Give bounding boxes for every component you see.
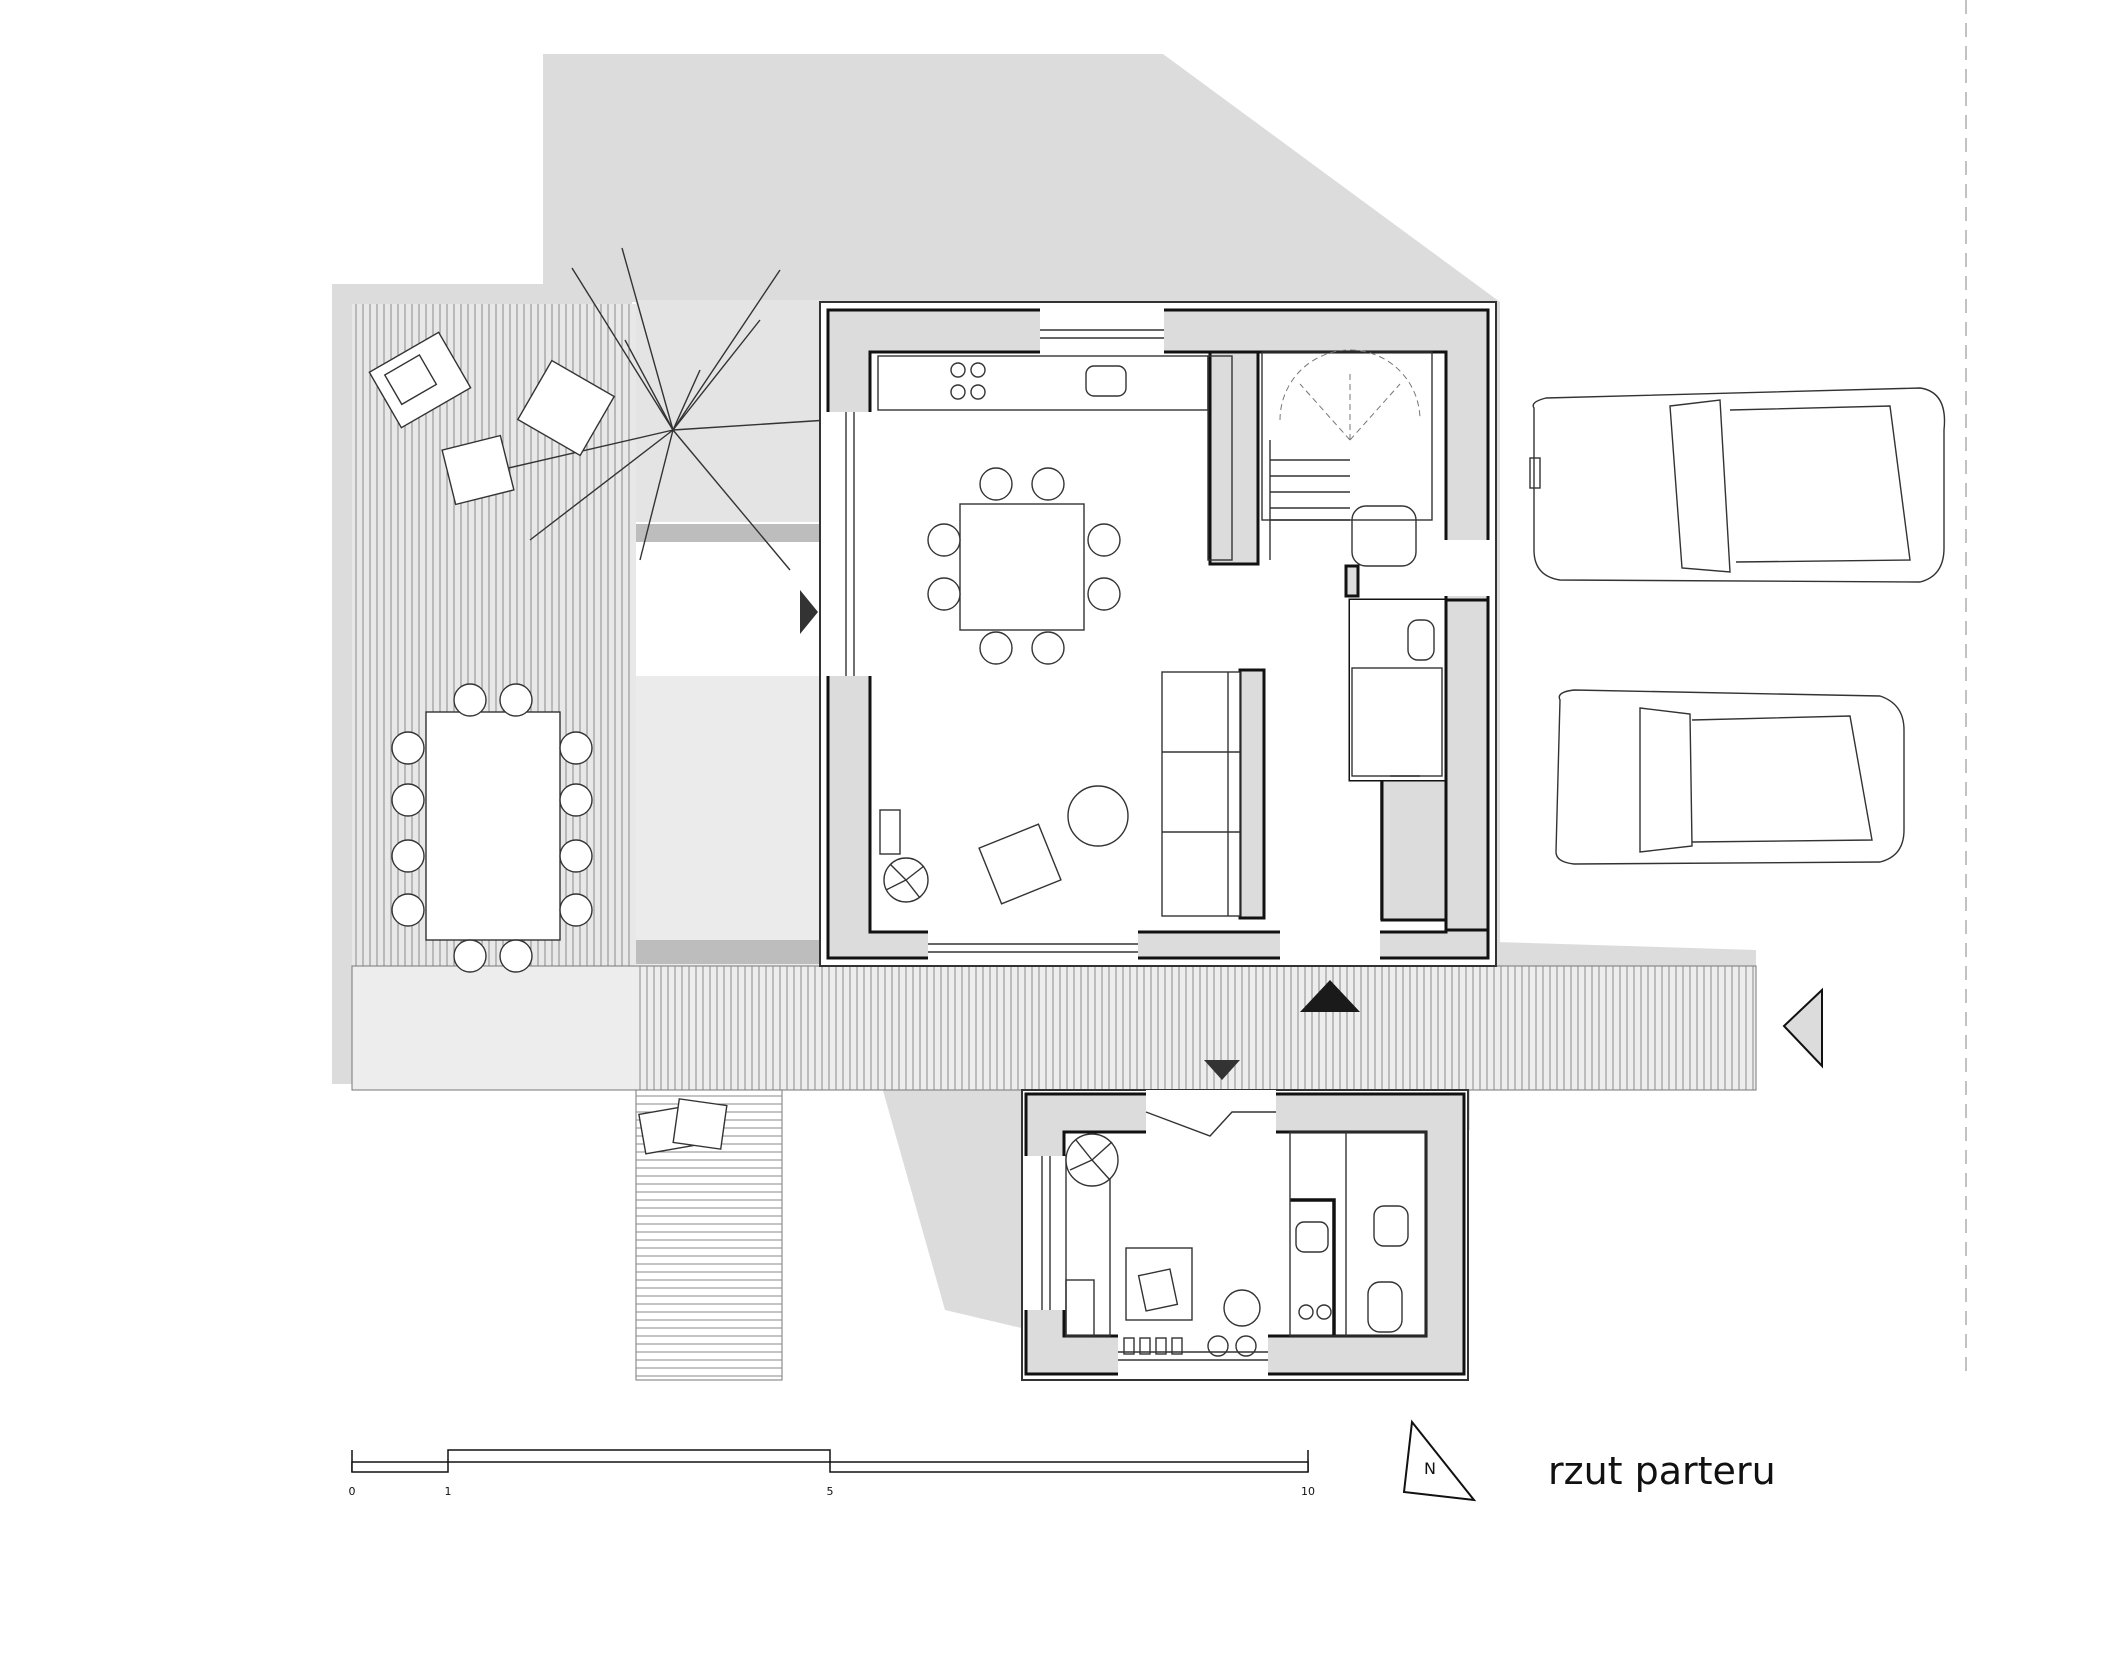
terrace-furniture: [368, 331, 728, 1155]
terrace-chair: [559, 731, 593, 765]
terrace-chair: [391, 731, 425, 765]
annex-window-west: [1024, 1156, 1068, 1310]
annex-cooktop: [1298, 1304, 1332, 1320]
step-deck-boards: [636, 1095, 782, 1377]
cooktop: [950, 362, 986, 400]
site-entry-arrow: [1782, 987, 1823, 1069]
front-deck-surface: [351, 965, 1757, 1091]
annex-stool: [1223, 1289, 1261, 1327]
parked-car-bottom: [1555, 689, 1905, 865]
partition-wall: [1238, 668, 1266, 920]
left-terrace: [352, 300, 822, 1090]
lawn-border-top: [636, 524, 822, 542]
tree-canopy: [499, 247, 829, 571]
terrace-chair: [391, 893, 425, 927]
annex-building: [1021, 1089, 1469, 1381]
lounge-chair-2: [516, 359, 616, 457]
kitchen-sink: [1085, 365, 1127, 397]
annex-side-unit: [1065, 1279, 1095, 1337]
terrace-entry-arrow: [800, 590, 818, 634]
terrace-chair: [559, 839, 593, 873]
terrace-chair: [453, 939, 487, 973]
main-house: [819, 301, 1497, 967]
terrace-dining-chairs: [391, 683, 593, 973]
dining-chair: [1087, 523, 1121, 557]
annex-shower: [1367, 1281, 1403, 1333]
terrace-chair: [499, 683, 533, 717]
scale-bar: 0 1 5 10: [349, 1449, 1315, 1498]
drawing-title: rzut parteru: [1548, 1449, 1776, 1493]
terrace-chair: [453, 683, 487, 717]
plant-leaves: [885, 863, 925, 899]
terrace-chair: [391, 839, 425, 873]
dining-chair: [927, 577, 961, 611]
stair-arc: [1279, 349, 1421, 441]
window-east: [1442, 540, 1492, 596]
parked-car-top: [1529, 387, 1946, 583]
terrace-boards: [355, 304, 630, 1090]
shelf: [879, 809, 901, 855]
armchair: [978, 823, 1062, 905]
bathroom-sink: [1407, 619, 1435, 661]
lounge-chair-3: [441, 434, 515, 506]
sofa: [1161, 671, 1241, 917]
front-deck: [351, 965, 1757, 1091]
lounge-chair-1: [368, 331, 472, 429]
terrace-chair: [499, 939, 533, 973]
annex-umbrella: [1069, 1139, 1113, 1181]
annex-bath-wall: [1290, 1198, 1336, 1336]
annex-chair: [1137, 1268, 1179, 1312]
annex-entry-arrow: [1204, 1060, 1240, 1080]
window-west: [824, 412, 874, 676]
dining-table: [959, 503, 1085, 631]
east-wall-pier: [1380, 778, 1448, 922]
window-north: [1040, 308, 1164, 356]
dining-chair: [1087, 577, 1121, 611]
terrace-dining-table: [425, 711, 561, 941]
front-deck-boards: [639, 966, 1754, 1090]
dining-chairs: [927, 467, 1121, 665]
terrace-chair: [559, 783, 593, 817]
tall-cabinets: [1207, 355, 1233, 561]
lawn-patch-top: [636, 300, 822, 522]
dining-chair: [979, 467, 1013, 501]
entrance-door-opening: [1280, 928, 1380, 964]
dining-chair: [1031, 467, 1065, 501]
annex-shelf: [1123, 1335, 1257, 1357]
terrace-chair: [391, 783, 425, 817]
annex-sink: [1295, 1221, 1329, 1253]
annex-toilet: [1373, 1205, 1409, 1247]
stair-wall-left: [1208, 350, 1260, 566]
north-label: N: [1424, 1459, 1436, 1478]
main-entrance-arrow: [1300, 980, 1360, 1012]
lawn-patch-bottom: [636, 676, 822, 966]
scale-label-1: 1: [445, 1485, 452, 1498]
scale-label-5: 5: [827, 1485, 834, 1498]
north-arrow-icon: [1402, 1419, 1477, 1502]
dining-chair: [979, 631, 1013, 665]
step-cushion-2: [672, 1098, 728, 1150]
scale-label-0: 0: [349, 1485, 356, 1498]
annex-bathroom: [1289, 1131, 1427, 1337]
dining-chair: [1031, 631, 1065, 665]
lawn-border-bottom: [636, 940, 822, 964]
annex-double-door: [1145, 1111, 1276, 1137]
coffee-table: [1067, 785, 1129, 847]
terrace-chair: [559, 893, 593, 927]
deck-edge-shadow: [1496, 942, 1756, 972]
window-south: [928, 928, 1138, 964]
scale-label-10: 10: [1301, 1485, 1315, 1498]
dining-chair: [927, 523, 961, 557]
wc-toilet-top: [1351, 505, 1417, 567]
stair-post: [1344, 564, 1360, 598]
north-arrow: N: [1402, 1419, 1477, 1502]
stair-treads: [1269, 440, 1350, 560]
